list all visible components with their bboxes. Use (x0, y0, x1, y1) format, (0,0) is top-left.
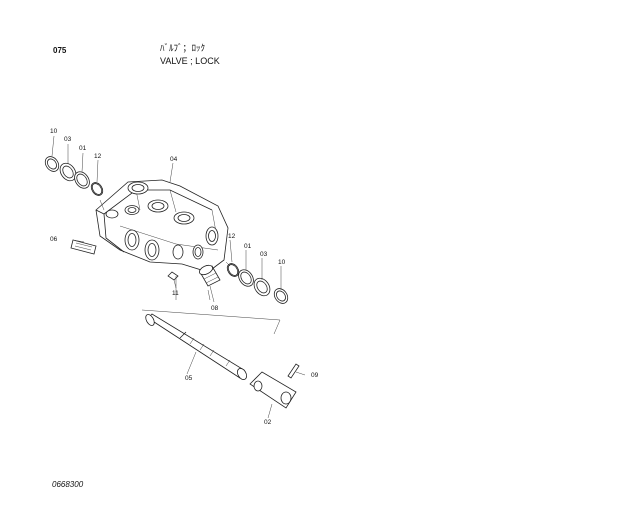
o-ring-left (90, 182, 104, 196)
title-english: VALVE ; LOCK (160, 56, 220, 66)
o-ring-right (226, 263, 240, 277)
ball-part (167, 271, 179, 281)
lock-lever (249, 371, 297, 409)
callout-04: 04 (170, 156, 178, 163)
title-japanese: ﾊﾞﾙﾌﾞ；ﾛｯｸ (160, 43, 206, 53)
callout-01-right: 01 (244, 243, 252, 250)
snap-ring-left (44, 156, 60, 172)
backup-ring-right (253, 277, 271, 297)
plug (199, 264, 221, 287)
snap-ring-right (273, 288, 289, 304)
callout-10-left: 10 (50, 128, 58, 135)
spool (145, 313, 247, 380)
callout-12-right: 12 (228, 233, 236, 240)
callout-03-right: 03 (260, 251, 268, 258)
pin (287, 363, 300, 379)
footer-code: 0668300 (52, 480, 84, 489)
callout-03-left: 03 (64, 136, 72, 143)
callout-01-left: 01 (79, 145, 87, 152)
callout-11: 11 (172, 290, 179, 297)
callout-06: 06 (50, 236, 58, 243)
backup-ring-left (59, 162, 77, 182)
valve-body (95, 179, 229, 273)
callout-12-left: 12 (94, 153, 102, 160)
callout-09: 09 (311, 372, 319, 379)
page-number: 075 (53, 46, 67, 55)
callout-02: 02 (264, 419, 272, 426)
seal-ring-right (238, 269, 254, 287)
callout-10-right: 10 (278, 259, 286, 266)
name-plate (70, 239, 97, 255)
callout-05: 05 (185, 375, 193, 382)
seal-ring-left (74, 171, 90, 189)
callout-08: 08 (211, 305, 219, 312)
